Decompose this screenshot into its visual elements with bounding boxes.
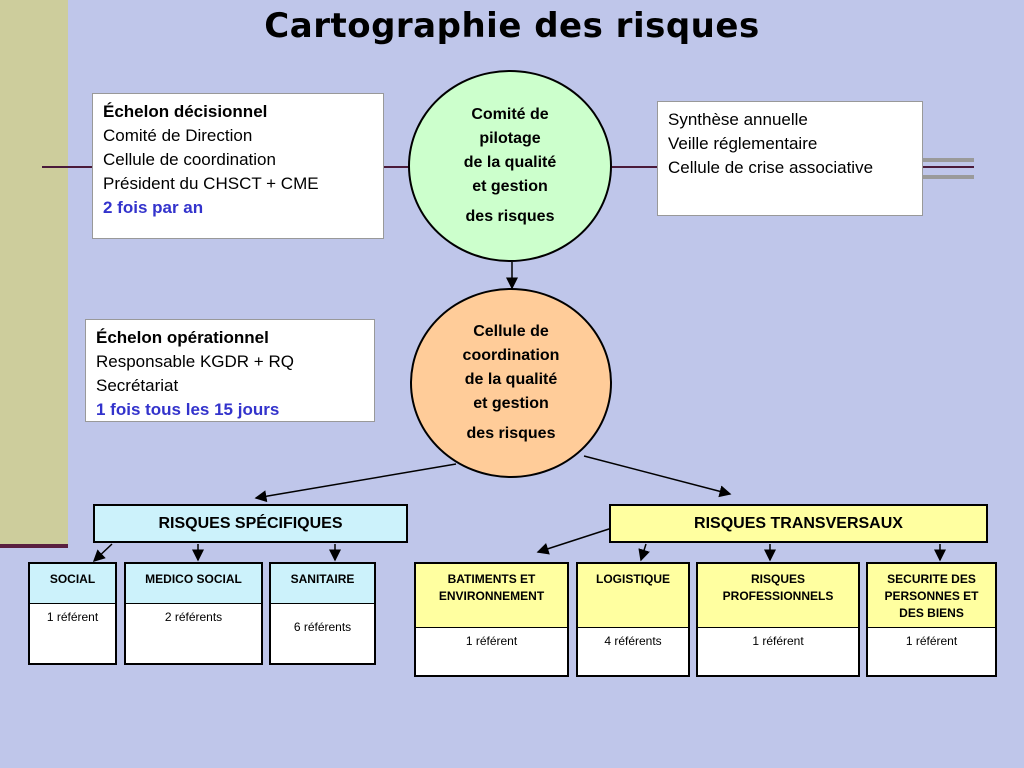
operational-level-box: Échelon opérationnel Responsable KGDR + … — [85, 319, 375, 422]
arrow-to-transversal — [583, 455, 732, 498]
operational-frequency: 1 fois tous les 15 jours — [96, 400, 280, 419]
risk-card-risques-professionnels: RISQUES PROFESSIONNELS 1 référent — [696, 562, 860, 677]
arrow-to-logistique — [638, 543, 650, 562]
page-title: Cartographie des risques — [264, 6, 760, 46]
connector-line-right — [612, 166, 658, 168]
risk-card-referents: 1 référent — [752, 634, 804, 648]
risk-card-referents: 4 référents — [604, 634, 662, 648]
coordination-cell-line: et gestion — [473, 395, 549, 412]
synthesis-line: Synthèse annuelle — [668, 110, 808, 129]
pilot-committee-line: des risques — [465, 208, 555, 225]
risk-card-referents: 2 référents — [164, 610, 223, 624]
risk-card-referents: 6 référents — [293, 620, 352, 634]
risk-card-referents: 1 référent — [905, 634, 958, 648]
risk-card-logistique: LOGISTIQUE 4 référents — [576, 562, 690, 677]
operational-title: Échelon opérationnel — [96, 328, 269, 347]
coordination-cell-line: des risques — [466, 425, 556, 442]
operational-line: Responsable KGDR + RQ — [96, 352, 294, 371]
operational-line: Secrétariat — [96, 376, 179, 395]
risk-card-header: SECURITE DES PERSONNES ET DES BIENS — [868, 564, 995, 628]
decisional-frequency: 2 fois par an — [103, 198, 204, 217]
risk-card-referents: 1 référent — [46, 610, 99, 624]
transversal-risks-box: RISQUES TRANSVERSAUX — [609, 504, 988, 543]
specific-risks-box: RISQUES SPÉCIFIQUES — [93, 504, 408, 543]
left-band-edge — [0, 544, 68, 548]
decisional-line: Cellule de coordination — [103, 150, 276, 169]
synthesis-box: Synthèse annuelle Veille réglementaire C… — [657, 101, 923, 216]
risk-card-batiments: BATIMENTS ET ENVIRONNEMENT 1 référent — [414, 562, 569, 677]
risk-card-sanitaire: SANITAIRE 6 référents — [269, 562, 376, 665]
decisional-title: Échelon décisionnel — [103, 102, 268, 121]
pilot-committee-line: Comité de — [471, 106, 549, 123]
arrow-to-specific — [254, 463, 457, 503]
coordination-cell-line: Cellule de — [473, 323, 549, 340]
pilot-committee-line: de la qualité — [463, 154, 557, 171]
pilot-committee-circle: Comité de pilotage de la qualité et gest… — [408, 70, 612, 262]
risk-card-header: LOGISTIQUE — [578, 564, 688, 628]
arrow-to-batiments — [536, 527, 613, 555]
risk-card-header: MEDICO SOCIAL — [126, 564, 261, 604]
left-decorative-band — [0, 0, 68, 548]
coordination-cell-line: coordination — [462, 347, 560, 364]
decorative-stripe — [922, 158, 974, 162]
pilot-committee-line: et gestion — [472, 178, 548, 195]
risk-card-header: BATIMENTS ET ENVIRONNEMENT — [416, 564, 567, 628]
decorative-stripe — [922, 166, 974, 168]
risk-card-medico-social: MEDICO SOCIAL 2 référents — [124, 562, 263, 665]
pilot-committee-line: pilotage — [479, 130, 541, 147]
arrow-to-social — [92, 543, 113, 563]
risk-card-header: SANITAIRE — [271, 564, 374, 604]
risk-card-social: SOCIAL 1 référent — [28, 562, 117, 665]
decisional-line: Président du CHSCT + CME — [103, 174, 319, 193]
decisional-line: Comité de Direction — [103, 126, 253, 145]
risk-card-header: SOCIAL — [30, 564, 115, 604]
synthesis-line: Veille réglementaire — [668, 134, 818, 153]
risk-card-securite: SECURITE DES PERSONNES ET DES BIENS 1 ré… — [866, 562, 997, 677]
coordination-cell-circle: Cellule de coordination de la qualité et… — [410, 288, 612, 478]
risk-card-header: RISQUES PROFESSIONNELS — [698, 564, 858, 628]
coordination-cell-line: de la qualité — [464, 371, 558, 388]
risk-card-referents: 1 référent — [465, 634, 518, 648]
decorative-stripe — [922, 175, 974, 179]
decisional-level-box: Échelon décisionnel Comité de Direction … — [92, 93, 384, 239]
synthesis-line: Cellule de crise associative — [668, 158, 874, 177]
